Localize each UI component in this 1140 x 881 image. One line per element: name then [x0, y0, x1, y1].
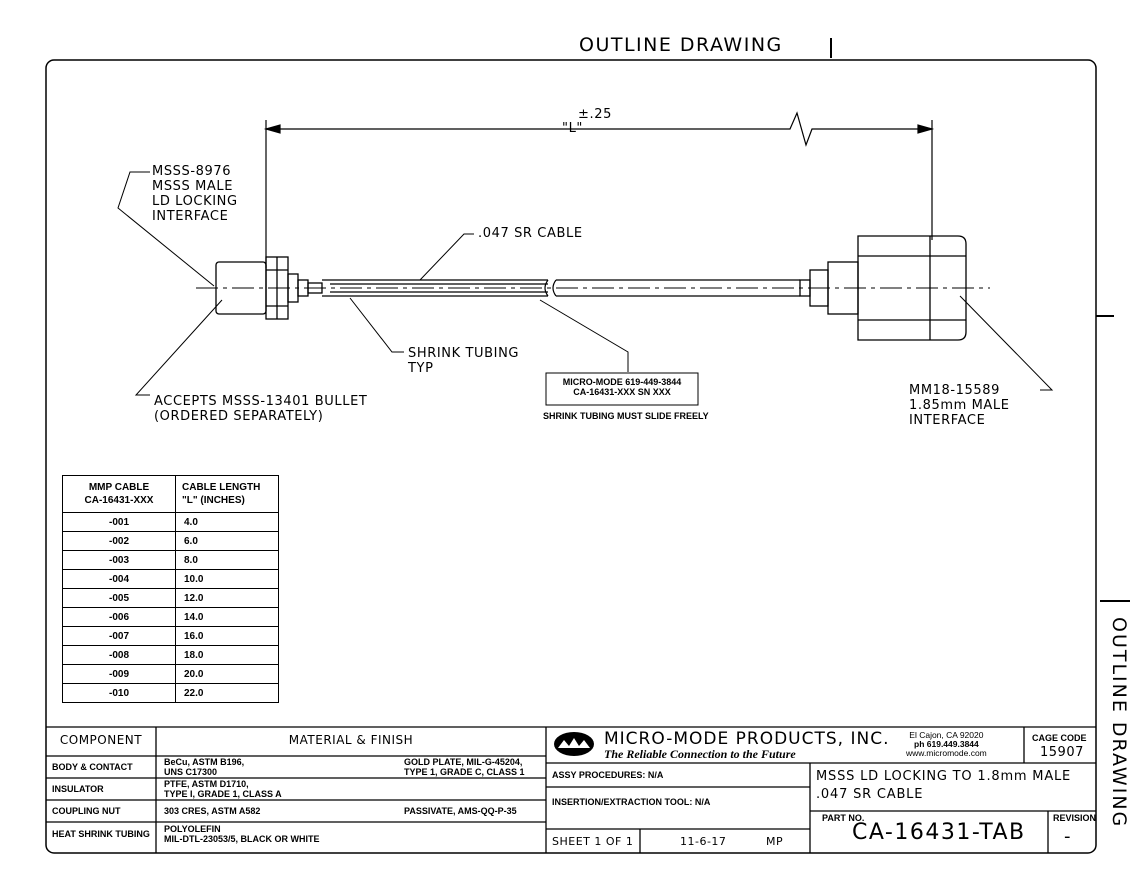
page-title: OUTLINE DRAWING — [579, 34, 783, 56]
edge-tick — [1096, 315, 1114, 317]
materials-header-component: COMPONENT — [59, 733, 143, 747]
materials-header-material: MATERIAL & FINISH — [288, 733, 414, 747]
part-number-label: PART NO. — [822, 813, 865, 823]
material-row-material: BeCu, ASTM B196,UNS C17300 — [164, 757, 245, 777]
title-tick — [830, 38, 832, 58]
insertion-tool: INSERTION/EXTRACTION TOOL: N/A — [552, 797, 711, 807]
dimension-tolerance: ±.25 — [578, 107, 612, 122]
cage-code-label: CAGE CODE — [1032, 733, 1087, 743]
title-block-grid — [46, 726, 1096, 853]
material-row-finish: GOLD PLATE, MIL-G-45204,TYPE 1, GRADE C,… — [404, 757, 525, 777]
revision-label: REVISION — [1053, 813, 1097, 823]
marking-box-text: MICRO-MODE 619-449-3844 CA-16431-XXX SN … — [562, 377, 682, 397]
table-header-length: CABLE LENGTH"L" (INCHES) — [175, 475, 279, 513]
callout-shrink-tubing: SHRINK TUBING TYP — [408, 346, 520, 376]
leader-lines — [117, 171, 1054, 396]
assy-procedures: ASSY PROCEDURES: N/A — [552, 770, 664, 780]
company-tagline: The Reliable Connection to the Future — [604, 747, 796, 761]
material-row-component: HEAT SHRINK TUBING — [52, 829, 150, 839]
cable — [322, 279, 800, 297]
company-name: MICRO-MODE PRODUCTS, INC. — [604, 729, 890, 749]
marking-box — [545, 372, 699, 406]
material-row-material: 303 CRES, ASTM A582 — [164, 806, 261, 816]
material-row-component: INSULATOR — [52, 784, 104, 794]
callout-right-connector: MM18-15589 1.85mm MALE INTERFACE — [909, 383, 1010, 428]
drawing-date: 11-6-17 — [680, 835, 727, 848]
material-row-material: PTFE, ASTM D1710,TYPE I, GRADE 1, CLASS … — [164, 779, 282, 799]
drawing-border — [45, 59, 1097, 854]
revision-value: - — [1064, 826, 1071, 847]
length-dimension — [263, 111, 935, 268]
side-title: OUTLINE DRAWING — [1108, 617, 1130, 829]
company-logo — [554, 732, 594, 756]
callout-cable: .047 SR CABLE — [478, 226, 583, 241]
dimension-label: "L" — [562, 121, 584, 136]
sheet-number: SHEET 1 OF 1 — [552, 835, 634, 848]
callout-accepts-bullet: ACCEPTS MSSS-13401 BULLET (ORDERED SEPAR… — [154, 394, 368, 424]
company-address: El Cajon, CA 92020 ph 619.449.3844 www.m… — [906, 730, 987, 758]
material-row-component: BODY & CONTACT — [52, 762, 133, 772]
drawn-by: MP — [766, 835, 784, 848]
cage-code: 15907 — [1040, 745, 1084, 760]
callout-left-connector: MSSS-8976 MSSS MALE LD LOCKING INTERFACE — [152, 164, 238, 224]
material-row-finish: PASSIVATE, AMS-QQ-P-35 — [404, 806, 517, 816]
side-title-tick — [1100, 600, 1130, 602]
part-description: MSSS LD LOCKING TO 1.8mm MALE .047 SR CA… — [816, 769, 1072, 802]
part-number: CA-16431-TAB — [852, 820, 1026, 845]
material-row-component: COUPLING NUT — [52, 806, 121, 816]
marking-note: SHRINK TUBING MUST SLIDE FREELY — [543, 411, 709, 421]
